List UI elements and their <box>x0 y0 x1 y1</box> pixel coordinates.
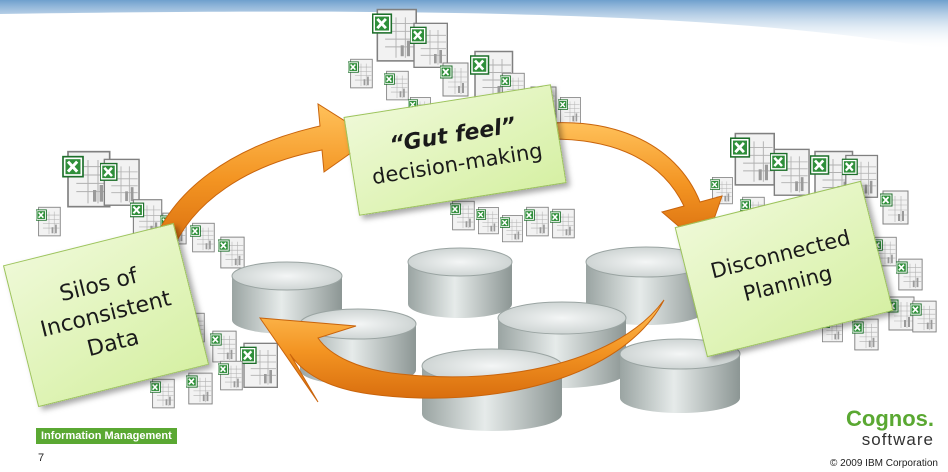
excel-spreadsheet-icon <box>210 330 237 363</box>
excel-spreadsheet-icon <box>500 214 524 243</box>
excel-spreadsheet-icon <box>240 342 279 389</box>
excel-spreadsheet-icon <box>100 158 141 207</box>
excel-spreadsheet-icon <box>384 70 410 101</box>
excel-spreadsheet-icon <box>730 132 776 187</box>
excel-spreadsheet-icon <box>218 360 244 391</box>
curved-arrow-icon <box>258 299 665 403</box>
excel-spreadsheet-icon <box>186 372 213 405</box>
excel-spreadsheet-icon <box>770 148 811 197</box>
excel-spreadsheet-icon <box>896 258 923 291</box>
excel-spreadsheet-icon <box>852 318 879 351</box>
cognos-logo: Cognos. software <box>846 408 934 450</box>
excel-spreadsheet-icon <box>558 96 582 125</box>
excel-spreadsheet-icon <box>218 236 245 269</box>
excel-spreadsheet-icon <box>372 8 418 63</box>
excel-spreadsheet-icon <box>524 206 550 237</box>
excel-spreadsheet-icon <box>550 208 576 239</box>
brand-subtitle: software <box>861 430 934 449</box>
brand-name: Cognos. <box>846 406 934 431</box>
excel-spreadsheet-icon <box>410 22 449 69</box>
excel-spreadsheet-icon <box>190 222 216 253</box>
excel-spreadsheet-icon <box>450 200 476 231</box>
information-management-badge: Information Management <box>36 428 177 444</box>
database-cylinder-icon <box>407 247 513 318</box>
excel-spreadsheet-icon <box>348 58 374 89</box>
excel-spreadsheet-icon <box>910 300 937 333</box>
excel-spreadsheet-icon <box>476 206 500 235</box>
excel-spreadsheet-icon <box>440 62 469 97</box>
excel-spreadsheet-icon <box>880 190 909 225</box>
excel-spreadsheet-icon <box>150 378 176 409</box>
excel-spreadsheet-icon <box>36 206 62 237</box>
page-number: 7 <box>38 452 45 464</box>
copyright: © 2009 IBM Corporation <box>830 458 938 469</box>
